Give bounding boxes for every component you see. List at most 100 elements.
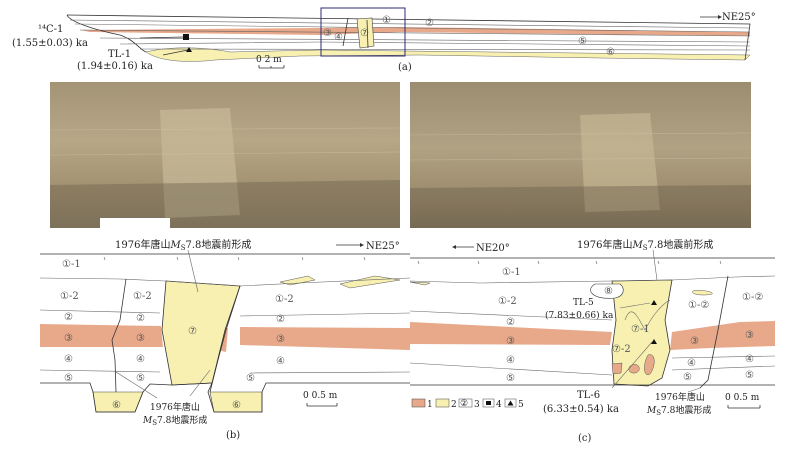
unit-label-a: ③ bbox=[323, 28, 332, 39]
unit-label-a: ⑥ bbox=[606, 47, 615, 58]
unit-4-label: ④ bbox=[276, 356, 285, 367]
legend: 1 2 ② 3 4 5 bbox=[411, 398, 524, 410]
unit-6-label: ⑥ bbox=[232, 400, 241, 411]
sample-tl-5-marker bbox=[651, 300, 657, 305]
unit-7-2-label: ⑦-2 bbox=[612, 344, 631, 355]
sample-14c-1-age: (1.55±0.03) ka bbox=[12, 38, 88, 49]
sample-14c-1-marker bbox=[183, 34, 189, 40]
unit-7-label: ⑦ bbox=[188, 326, 197, 337]
unit-3-label: ③ bbox=[64, 333, 73, 344]
sample-tl-5-age: (7.83±0.66) ka bbox=[545, 310, 614, 321]
detail-frame-box bbox=[320, 7, 406, 57]
trench-photo-right bbox=[409, 82, 752, 228]
layer-3-band-left bbox=[410, 322, 612, 345]
note-pre-earthquake-c: 1976年唐山MS7.8地震前形成 bbox=[577, 238, 713, 252]
note-coseismic-b-line2: MS7.8地震形成 bbox=[142, 414, 207, 427]
unit-8-label: ⑧ bbox=[604, 286, 613, 297]
unit-1-1-label: ①-1 bbox=[62, 259, 81, 270]
unit-3-label: ③ bbox=[745, 330, 754, 341]
legend-label: 1 bbox=[427, 400, 433, 410]
layer-3-band-right bbox=[240, 327, 410, 350]
direction-label-c: NE20° bbox=[476, 243, 510, 254]
sample-tl-1-label: TL-1 bbox=[108, 49, 131, 60]
unit-2-label: ② bbox=[506, 317, 515, 328]
sample-tl-1-marker bbox=[186, 47, 192, 52]
unit-4-label: ④ bbox=[64, 354, 73, 365]
soil-tick-marks bbox=[103, 256, 366, 261]
unit-2-label: ② bbox=[276, 314, 285, 325]
unit-5-label: ⑤ bbox=[246, 373, 255, 384]
layer-3-band-right bbox=[670, 321, 775, 350]
legend-swatch-yellow bbox=[435, 398, 450, 408]
unit-5-label: ⑤ bbox=[745, 370, 754, 381]
unit-label-a: ② bbox=[425, 18, 434, 29]
legend-swatch-unit-number bbox=[458, 398, 473, 408]
unit-1-2-label: ①-② bbox=[742, 292, 763, 303]
layer-3-band-left bbox=[40, 324, 163, 347]
unit-1-1-label: ①-1 bbox=[502, 267, 521, 278]
unit-4-label: ④ bbox=[506, 355, 515, 366]
caption-a: (a) bbox=[398, 62, 412, 73]
legend-label: 2 bbox=[451, 400, 457, 410]
unit-5-label: ⑤ bbox=[506, 373, 515, 384]
unit-label-a: ① bbox=[382, 15, 391, 26]
panel-c-trench-log: ①-1 ①-2 ①-② ①-② ② ③ ③ ③ ④ ④ ④ ⑤ ⑤ ⑤ ⑦-1 … bbox=[409, 238, 776, 444]
caption-b: (b) bbox=[226, 430, 240, 441]
wedge-7-a bbox=[356, 17, 375, 49]
sample-tl-5-label: TL-5 bbox=[573, 298, 594, 308]
unit-1-2-label: ①-② bbox=[688, 300, 709, 311]
fault-line-b-left bbox=[111, 278, 127, 393]
unit-4-label: ④ bbox=[136, 354, 145, 365]
direction-label-a: NE25° bbox=[722, 12, 756, 23]
legend-label: 4 bbox=[496, 400, 502, 410]
scale-label-c: 0 0.5 m bbox=[725, 393, 760, 403]
scale-bar-b bbox=[306, 403, 338, 407]
wedge-7 bbox=[161, 280, 241, 386]
caption-c: (c) bbox=[578, 433, 592, 444]
unit-3-label: ③ bbox=[136, 333, 145, 344]
scale-bar-c bbox=[727, 405, 761, 409]
panel-b-trench-log: ①-1 ①-2 ①-2 ①-2 ② ② ② ③ ③ ③ ④ ④ ④ ⑤ ⑤ ⑤ … bbox=[39, 238, 411, 441]
unit-3-label: ③ bbox=[506, 336, 515, 347]
unit-5-label: ⑤ bbox=[683, 372, 692, 383]
legend-label: 5 bbox=[518, 400, 524, 410]
unit-2-label: ② bbox=[136, 313, 145, 324]
unit-1-2-label: ①-2 bbox=[133, 291, 152, 302]
sample-tl-6-age: (6.33±0.54) ka bbox=[543, 404, 619, 415]
sample-14c-1-label: ¹⁴C-1 bbox=[38, 24, 63, 35]
note-coseismic-c-line2: MS7.8地震形成 bbox=[646, 404, 711, 417]
note-coseismic-c-line1: 1976年唐山 bbox=[655, 391, 705, 403]
scale-label-a: 0 2 m bbox=[256, 55, 282, 65]
unit-label-a: ⑦ bbox=[360, 28, 369, 39]
unit-5-label: ⑤ bbox=[64, 373, 73, 384]
note-pre-earthquake-b: 1976年唐山MS7.8地震前形成 bbox=[115, 238, 251, 252]
sample-tl-6-marker bbox=[651, 339, 657, 344]
legend-swatch-orange bbox=[411, 398, 426, 408]
wedge-7 bbox=[611, 279, 673, 387]
layer-3-band bbox=[80, 27, 750, 36]
legend-unit-glyph: ② bbox=[460, 399, 468, 409]
scale-bar-a bbox=[258, 65, 285, 69]
unit-1-2-label: ①-2 bbox=[60, 291, 79, 302]
unit-7-1-label: ⑦-1 bbox=[631, 324, 650, 335]
sample-tl-1-age: (1.94±0.16) ka bbox=[77, 61, 153, 72]
unit-8-body bbox=[590, 283, 624, 299]
panel-a-trench-profile: ¹⁴C-1 (1.55±0.03) ka TL-1 (1.94±0.16) ka… bbox=[12, 7, 756, 73]
unit-label-a: ④ bbox=[334, 32, 343, 43]
unit-6-label: ⑥ bbox=[112, 400, 121, 411]
unit-1-2-label: ①-2 bbox=[275, 294, 294, 305]
unit-1-2-label: ①-2 bbox=[498, 296, 517, 307]
unit-label-a: ⑤ bbox=[578, 36, 587, 47]
legend-label: 3 bbox=[474, 400, 480, 410]
unit-3-label: ③ bbox=[690, 336, 699, 347]
unit-4-label: ④ bbox=[745, 354, 754, 365]
unit-2-label: ② bbox=[64, 312, 73, 323]
direction-label-b: NE25° bbox=[366, 241, 400, 252]
fault-line-b-right bbox=[209, 285, 241, 393]
fault-line-c bbox=[699, 275, 729, 389]
note-coseismic-b-line1: 1976年唐山 bbox=[150, 401, 200, 413]
sample-tl-6-label: TL-6 bbox=[577, 390, 600, 401]
scale-label-b: 0 0.5 m bbox=[303, 391, 338, 401]
